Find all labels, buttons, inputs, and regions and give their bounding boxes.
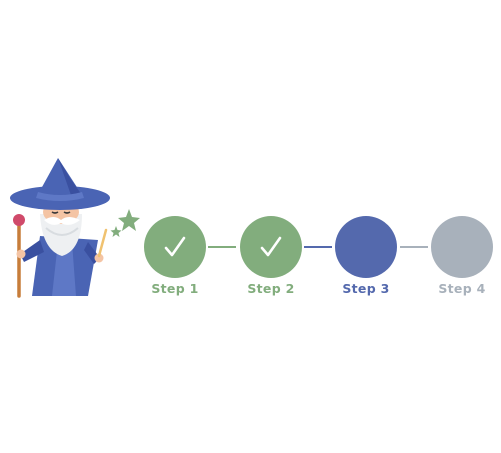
check-icon — [260, 236, 282, 257]
step-connector-2 — [304, 246, 332, 248]
step-1-circle[interactable] — [144, 216, 206, 278]
step-2-label: Step 2 — [247, 281, 295, 296]
step-3-circle[interactable] — [335, 216, 397, 278]
step-1-label: Step 1 — [151, 281, 199, 296]
step-3-label: Step 3 — [342, 281, 390, 296]
step-connector-1 — [208, 246, 236, 248]
step-4-circle[interactable] — [431, 216, 493, 278]
sparkle-icon — [110, 209, 140, 237]
step-2-circle[interactable] — [240, 216, 302, 278]
check-icon — [164, 236, 186, 257]
step-connector-3 — [400, 246, 428, 248]
step-4-label: Step 4 — [438, 281, 486, 296]
wizard-mascot-icon — [10, 158, 110, 298]
